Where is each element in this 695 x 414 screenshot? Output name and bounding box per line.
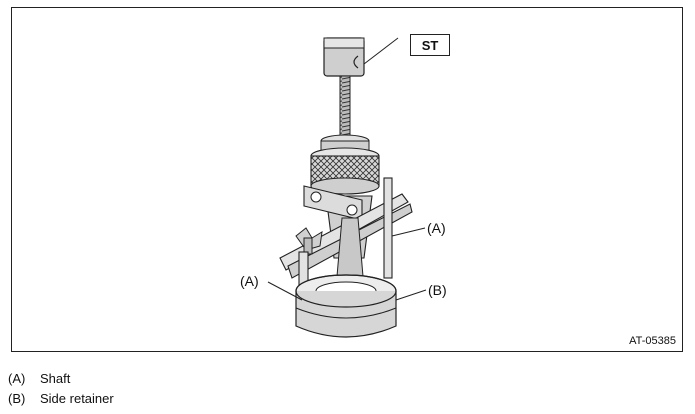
legend-key: (B) [8, 390, 26, 406]
legend-text: Shaft [40, 370, 71, 386]
figure-id: AT-05385 [629, 335, 676, 347]
legend-text: Side retainer [40, 390, 114, 406]
tool-knob [323, 37, 365, 77]
special-tool-label: ST [410, 34, 450, 56]
knurled-nut [310, 147, 380, 195]
legend-item: (B) Side retainer [8, 388, 114, 408]
side-retainer [295, 274, 397, 338]
special-tool-illustration [267, 37, 427, 338]
callout-shaft-right: (A) [427, 220, 446, 236]
legend-key: (A) [8, 370, 26, 386]
figure-frame: ST (A) (A) (B) AT-05385 [11, 7, 683, 352]
legend-item: (A) Shaft [8, 368, 114, 388]
legend: (A) Shaft (B) Side retainer [8, 368, 114, 408]
wing-nut [295, 227, 323, 255]
upper-crossbar [303, 185, 363, 221]
callout-side-retainer: (B) [428, 282, 447, 298]
callout-shaft-left: (A) [240, 273, 259, 289]
shaft-right [383, 177, 393, 279]
threaded-rod [339, 75, 351, 137]
